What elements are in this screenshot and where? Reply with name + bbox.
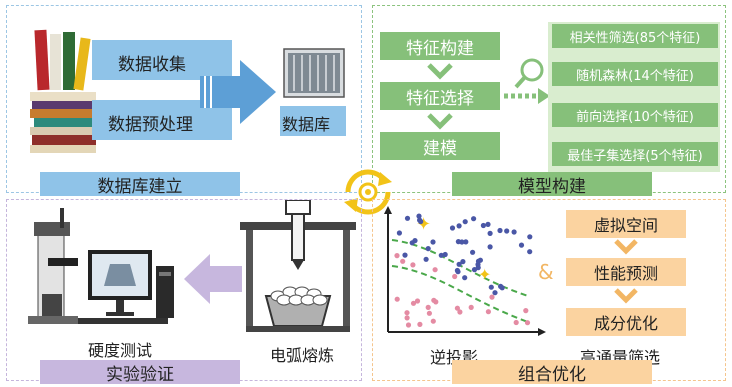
chevron-down-icon (614, 288, 638, 304)
scatter-dot (462, 219, 468, 225)
scatter-dot (454, 305, 460, 311)
scatter-dot (524, 320, 531, 326)
scatter-dot (527, 234, 533, 240)
feature-build-box: 特征构建 (380, 32, 500, 60)
scatter-dot (504, 228, 510, 234)
flow-arrow-right-icon (200, 60, 276, 124)
scatter-dot (471, 216, 477, 222)
scatter-dot (394, 296, 400, 302)
scatter-dot (492, 290, 498, 296)
scatter-dot (523, 308, 529, 314)
scatter-dot (417, 321, 423, 327)
svg-text:✦: ✦ (478, 265, 491, 284)
combo-panel-title: 组合优化 (452, 360, 652, 385)
arc-melting-label: 电弧熔炼 (270, 346, 335, 365)
scatter-dot (468, 304, 474, 310)
data-collect-label: 数据收集 (118, 55, 186, 75)
scatter-dot (518, 242, 525, 248)
flow-arrow-left-icon (184, 254, 242, 304)
scatter-plot-icon: ✦ ✦ (384, 206, 546, 336)
scatter-dot (457, 309, 463, 315)
scatter-dot (416, 213, 422, 219)
arc-melting-furnace-icon (240, 200, 356, 332)
scatter-dot (405, 322, 412, 328)
correlation-filter-box: 相关性筛选(85个特征) (552, 24, 718, 48)
best-subset-box: 最佳子集选择(5个特征) (552, 142, 718, 166)
data-preprocess-label: 数据预处理 (108, 115, 193, 135)
virtual-space-box: 虚拟空间 (566, 210, 686, 238)
database-server-icon (283, 48, 345, 98)
experiment-panel-title: 实验验证 (40, 360, 240, 385)
scatter-dot (412, 238, 418, 244)
scatter-dot (485, 309, 491, 315)
scatter-dot (414, 298, 421, 304)
scatter-dot (426, 310, 432, 316)
scatter-dot (400, 258, 406, 264)
scatter-dot (404, 315, 410, 321)
scatter-dot (394, 253, 400, 259)
scatter-dot (417, 217, 423, 223)
scatter-dot (456, 223, 462, 229)
scatter-dot (487, 244, 493, 250)
scatter-dot (488, 284, 494, 290)
chevron-down-icon (427, 63, 453, 80)
database-label: 数据库 (282, 115, 331, 134)
scatter-dot (423, 256, 429, 262)
scatter-dot (449, 225, 456, 231)
scatter-dot (404, 310, 410, 316)
scatter-dot (431, 297, 437, 303)
scatter-dot (438, 252, 444, 258)
model-panel-title: 模型构建 (452, 172, 652, 197)
scatter-dot (463, 239, 469, 245)
performance-predict-box: 性能预测 (566, 258, 686, 286)
scatter-dot (454, 267, 460, 274)
scatter-dot (456, 261, 462, 267)
chevron-down-icon (427, 113, 453, 130)
scatter-dot (489, 294, 495, 300)
database-box (280, 106, 346, 136)
chevron-down-icon (614, 239, 638, 255)
random-forest-box: 随机森林(14个特征) (552, 62, 718, 86)
scatter-dot (425, 246, 431, 252)
scatter-dot (442, 251, 448, 258)
scatter-dot (459, 239, 465, 245)
scatter-dot (404, 215, 411, 221)
scatter-dot (460, 259, 466, 265)
scatter-dot (430, 239, 436, 245)
data-collect-box (92, 40, 232, 80)
hardness-test-label: 硬度测试 (88, 341, 153, 360)
scatter-dot (462, 275, 468, 281)
composition-optimize-box: 成分优化 (566, 308, 686, 336)
scatter-dot (402, 252, 408, 258)
scatter-dot (432, 267, 438, 273)
feature-select-box: 特征选择 (380, 82, 500, 110)
modeling-box: 建模 (380, 132, 500, 160)
database-panel-title: 数据库建立 (40, 172, 240, 197)
scatter-dot (480, 222, 486, 229)
scatter-dot (511, 229, 517, 235)
forward-select-box: 前向选择(10个特征) (552, 103, 718, 127)
scatter-dot (410, 262, 416, 268)
scatter-dot (487, 230, 493, 236)
books-icon (30, 29, 96, 153)
scatter-dot (485, 221, 491, 227)
scatter-dot (477, 257, 483, 263)
cycle-gear-icon (344, 169, 392, 215)
scatter-dot (497, 227, 503, 234)
scatter-dot (470, 249, 476, 255)
scatter-dot (498, 283, 504, 289)
ampersand-label: & (538, 260, 554, 284)
scatter-dot (396, 230, 402, 236)
scatter-dot (430, 318, 436, 324)
scatter-dot (425, 304, 431, 310)
magnifier-icon (504, 58, 550, 104)
scatter-dot (452, 273, 458, 280)
scatter-dot (410, 300, 417, 306)
microscope-computer-icon (28, 208, 174, 324)
scatter-dot (513, 319, 519, 326)
scatter-dot (527, 249, 533, 255)
scatter-dot (475, 265, 481, 271)
